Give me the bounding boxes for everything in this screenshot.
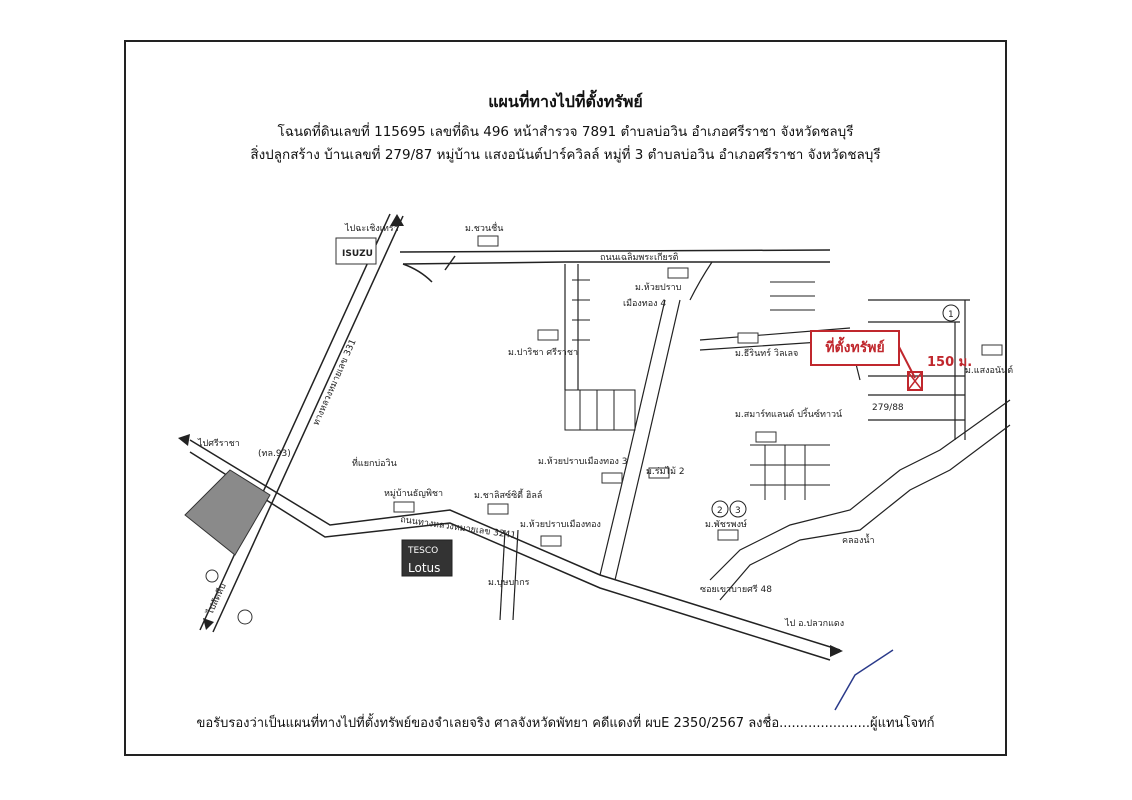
deed-info-line: โฉนดที่ดินเลขที่ 115695 เลขที่ดิน 496 หน… xyxy=(277,124,854,140)
certification-footer: ขอรับรองว่าเป็นแผนที่ทางไปที่ตั้งทรัพย์ข… xyxy=(196,716,935,731)
label-khlong: คลองน้ำ xyxy=(842,533,875,546)
page-title: แผนที่ทางไปที่ตั้งทรัพย์ xyxy=(488,92,643,111)
isuzu-logo xyxy=(335,237,377,265)
label-village-3: ม.ปาริชา ศรีราชา xyxy=(508,347,578,358)
document-frame: แผนที่ทางไปที่ตั้งทรัพย์ โฉนดที่ดินเลขที… xyxy=(124,40,1007,756)
label-village-6: ม.สมาร์ทแลนด์ ปริ้นซ์ทาวน์ xyxy=(735,407,842,420)
label-road-top: ถนนเฉลิมพระเกียรติ xyxy=(600,252,679,263)
station-icon xyxy=(237,609,253,625)
label-to-chachoengsao: ไปฉะเชิงเทรา xyxy=(344,223,399,234)
num-2-label: 2 xyxy=(717,506,723,516)
signature xyxy=(834,649,894,711)
building-info-line: สิ่งปลูกสร้าง บ้านเลขที่ 279/87 หมู่บ้าน… xyxy=(250,147,881,163)
label-village-11: ม.ห้วยปราบเมืองทอง xyxy=(520,519,601,530)
label-to-pluakdaeng: ไป อ.ปลวกแดง xyxy=(784,618,844,629)
label-village-2: ม.ห้วยปราบ xyxy=(635,282,682,293)
lotus-label: Lotus xyxy=(408,561,440,575)
label-village-4: ม.ธีรินทร์ วิลเลจ xyxy=(735,347,798,359)
num-1-label: 1 xyxy=(948,310,954,320)
label-to-sattahip: ไปสัตหีบ xyxy=(204,581,229,617)
branch-roads xyxy=(499,261,970,621)
house-icons xyxy=(393,235,1003,547)
distance-label: 150 ม. xyxy=(927,355,973,370)
label-to-sriracha: ไปศรีราชา xyxy=(197,438,240,449)
label-road-bottom: ถนนทางหลวงหมายเลข 3241 xyxy=(400,515,517,541)
num-3-label: 3 xyxy=(735,506,741,516)
road-top xyxy=(399,249,831,283)
label-village-7: ม.ห้วยปราบเมืองทอง 3 xyxy=(538,456,628,467)
label-bowin: ที่แยกบ่อวิน xyxy=(352,456,397,469)
label-village-12: ม.พัชรพงษ์ xyxy=(705,518,747,530)
label-house-no: 279/88 xyxy=(872,403,904,413)
label-village-9: หมู่บ้านธัญพิชา xyxy=(384,488,443,499)
tesco-label: TESCO xyxy=(407,546,438,556)
label-soi-48: ซอยเขาบายศรี 48 xyxy=(700,584,772,595)
road-bottom xyxy=(189,439,841,661)
district-office-area xyxy=(184,469,271,556)
circled-numbers xyxy=(711,304,960,518)
junction-icon xyxy=(205,569,219,583)
label-village-10: ม.ชาลิสซ์ซิตี้ ฮิลล์ xyxy=(474,488,542,501)
label-village-1: ม.ชวนชื่น xyxy=(465,221,503,234)
isuzu-label: ISUZU xyxy=(342,249,373,259)
property-site xyxy=(897,344,923,391)
direction-arrows xyxy=(178,214,843,657)
label-village-5: ม.แสงอนันต์ xyxy=(965,364,1013,376)
property-marker-label: ที่ตั้งทรัพย์ xyxy=(810,330,900,366)
label-village-13: ม.บุษบากร xyxy=(488,578,530,588)
label-village-8: ม.ร่มไม้ 2 xyxy=(646,466,685,477)
label-route-93: (ทล.93) xyxy=(258,449,291,459)
label-village-2b: เมืองทอง 4 xyxy=(623,298,666,309)
label-highway: ทางหลวงหมายเลข 331 xyxy=(312,338,359,427)
stream xyxy=(709,399,1011,601)
street-grid xyxy=(564,279,830,500)
tesco-lotus-logo xyxy=(401,539,453,577)
highway-331 xyxy=(199,213,404,633)
